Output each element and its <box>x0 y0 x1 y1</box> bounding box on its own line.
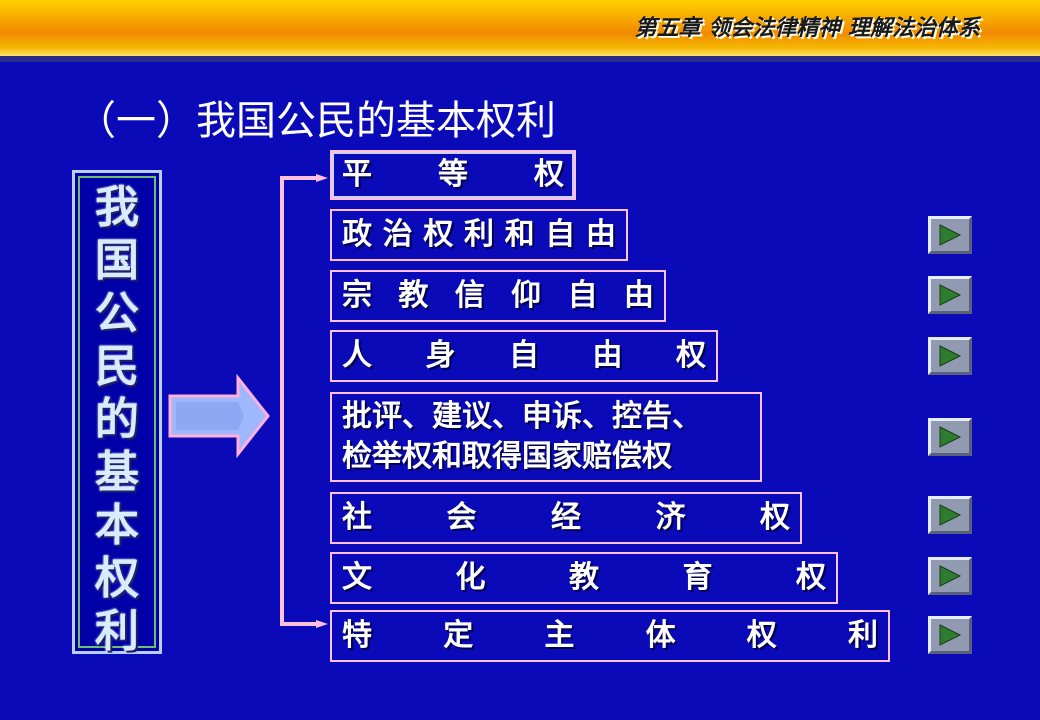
right-item[interactable]: 批评、建议、申诉、控告、检举权和取得国家赔偿权 <box>330 392 762 482</box>
right-item-char: 人 <box>342 338 372 373</box>
play-icon <box>939 426 962 448</box>
left-label-text: 我国公民的基本权利 <box>75 181 159 658</box>
right-item[interactable]: 人身自由权 <box>330 330 718 382</box>
left-label-char: 本 <box>95 500 139 551</box>
left-label-panel: 我国公民的基本权利 <box>72 170 162 657</box>
right-item-char: 权 <box>746 618 777 653</box>
left-label-char: 公 <box>95 288 139 339</box>
left-label-char: 民 <box>95 341 139 392</box>
right-item-char: 利 <box>463 217 494 252</box>
right-item-char: 定 <box>443 618 474 653</box>
right-item-char: 文 <box>342 560 372 595</box>
right-item-char: 由 <box>623 278 654 313</box>
right-item[interactable]: 平等权 <box>330 150 576 200</box>
left-label-char: 权 <box>95 553 139 604</box>
right-item[interactable]: 特定主体权利 <box>330 610 890 662</box>
right-item-char: 经 <box>551 500 581 535</box>
play-button[interactable] <box>928 418 972 456</box>
right-item-char: 由 <box>585 217 616 252</box>
header-divider <box>0 56 1040 62</box>
right-item-char: 自 <box>509 338 539 373</box>
right-item-char: 治 <box>382 217 413 252</box>
right-item[interactable]: 宗教信仰自由 <box>330 270 666 322</box>
right-item-char: 利 <box>847 618 878 653</box>
right-item-char: 主 <box>544 618 575 653</box>
right-item[interactable]: 文化教育权 <box>330 552 838 604</box>
play-icon <box>939 345 962 367</box>
play-icon <box>939 224 962 246</box>
right-item-char: 宗 <box>342 278 372 313</box>
right-item-char: 社 <box>342 500 372 535</box>
right-item-char: 特 <box>342 618 372 653</box>
play-icon <box>939 565 962 587</box>
right-item-line: 批评、建议、申诉、控告、 <box>342 399 702 434</box>
play-button[interactable] <box>928 216 972 254</box>
right-item-char: 由 <box>592 338 623 373</box>
play-button[interactable] <box>928 276 972 314</box>
left-label-char: 我 <box>95 182 139 233</box>
right-item-char: 自 <box>545 217 576 252</box>
right-item-char: 等 <box>438 157 468 192</box>
right-item-char: 权 <box>676 338 706 373</box>
right-item[interactable]: 社会经济权 <box>330 492 802 544</box>
right-item-char: 身 <box>425 338 456 373</box>
bracket-connector <box>280 174 328 628</box>
right-item-char: 信 <box>454 278 485 313</box>
play-icon <box>939 284 962 306</box>
right-item-char: 和 <box>504 217 535 252</box>
right-item-char: 平 <box>342 157 372 192</box>
play-icon <box>939 624 962 646</box>
right-arrow-icon <box>168 374 270 458</box>
right-item-char: 会 <box>446 500 477 535</box>
right-item-char: 权 <box>796 560 826 595</box>
right-item-char: 体 <box>645 618 676 653</box>
right-item-line: 检举权和取得国家赔偿权 <box>342 439 672 474</box>
right-item-char: 化 <box>455 560 486 595</box>
left-label-char: 利 <box>95 606 139 657</box>
left-label-char: 国 <box>95 235 139 286</box>
right-item-char: 教 <box>569 560 599 595</box>
right-item-char: 自 <box>567 278 598 313</box>
left-label-char: 的 <box>95 394 139 445</box>
right-item-char: 政 <box>342 217 372 252</box>
right-item-char: 育 <box>682 560 713 595</box>
play-button[interactable] <box>928 496 972 534</box>
left-label-char: 基 <box>95 447 139 498</box>
right-item-char: 权 <box>760 500 790 535</box>
play-button[interactable] <box>928 337 972 375</box>
right-item-char: 权 <box>534 157 564 192</box>
right-item-char: 权 <box>423 217 454 252</box>
right-item-char: 仰 <box>511 278 542 313</box>
play-button[interactable] <box>928 616 972 654</box>
right-item[interactable]: 政治权利和自由 <box>330 209 628 261</box>
slide-heading: （一）我国公民的基本权利 <box>76 98 556 144</box>
play-button[interactable] <box>928 557 972 595</box>
right-item-char: 济 <box>655 500 686 535</box>
right-item-char: 教 <box>398 278 429 313</box>
chapter-title: 第五章 领会法律精神 理解法治体系 <box>634 16 980 41</box>
play-icon <box>939 504 962 526</box>
header-bar: 第五章 领会法律精神 理解法治体系 <box>0 0 1040 56</box>
